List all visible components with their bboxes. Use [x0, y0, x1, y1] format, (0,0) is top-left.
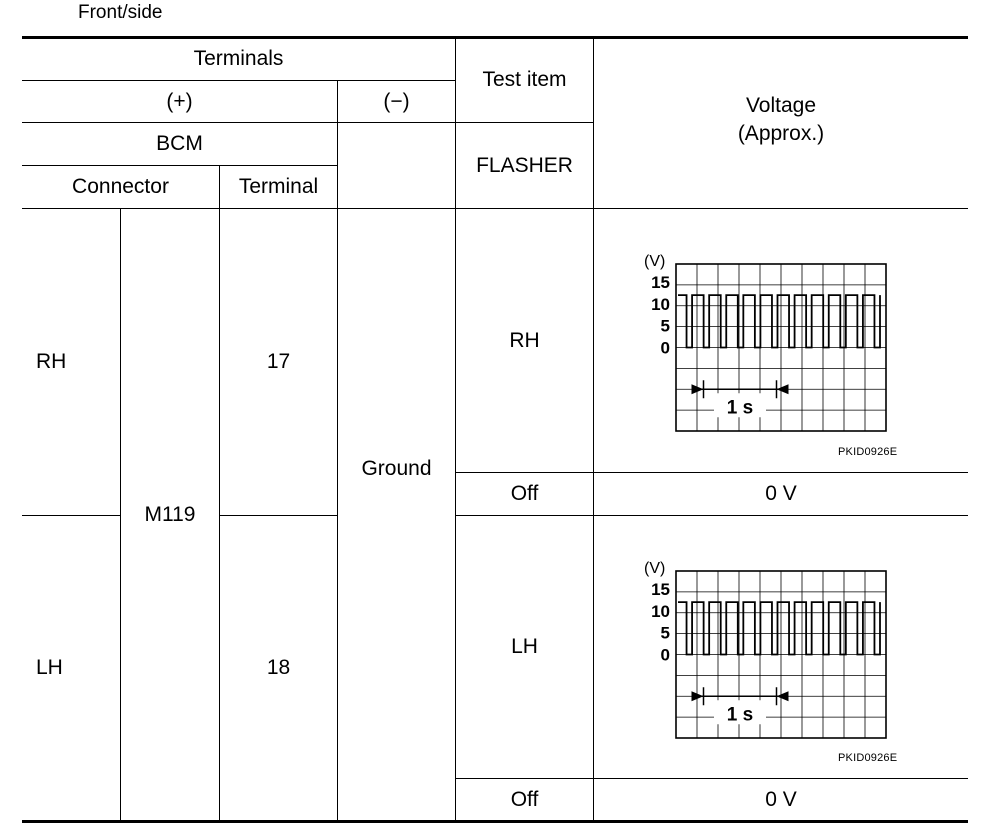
row-rh-side: RH [36, 350, 67, 373]
time-marker-arrow [691, 384, 704, 395]
header-plus: (+) [166, 89, 193, 113]
rule-under-terminals [22, 80, 455, 81]
rh-figure-id: PKID0926E [838, 446, 898, 458]
header-bcm: BCM [156, 132, 203, 155]
header-terminal: Terminal [238, 175, 319, 198]
row-lh-terminal: 18 [266, 656, 291, 679]
col-rule-voltage [593, 36, 594, 821]
lh-figure-id: PKID0926E [838, 752, 898, 764]
rule-rh-lh-test [455, 515, 968, 516]
y-tick-label: 15 [651, 580, 670, 599]
y-tick-label: 10 [651, 602, 670, 621]
row-rh-test-on: RH [509, 328, 540, 352]
time-label: 1 s [727, 704, 753, 725]
rule-rh-lh-terminal [219, 515, 337, 516]
y-tick-label: 5 [661, 624, 670, 643]
table-caption: Front/side [78, 2, 163, 23]
rule-under-bcm [22, 165, 337, 166]
header-test-item: Test item [482, 68, 567, 91]
time-label-bg [714, 700, 766, 725]
unit-label: (V) [644, 253, 665, 270]
y-tick-label: 10 [651, 295, 670, 314]
time-marker-arrow [776, 384, 789, 395]
time-label: 1 s [727, 397, 753, 418]
row-lh-side: LH [36, 656, 63, 679]
row-lh-test-on: LH [511, 635, 538, 658]
y-tick-label: 15 [651, 273, 670, 292]
header-connector: Connector [72, 175, 169, 198]
rule-under-plus-minus [22, 122, 593, 123]
lh-flasher-waveform: (V) 15 10 5 0 1 s [644, 560, 887, 739]
square-wave [678, 601, 881, 656]
ground-value: Ground [361, 457, 432, 480]
row-lh-off-voltage: 0 V [765, 787, 797, 811]
rule-under-header [22, 208, 968, 209]
row-rh-off-voltage: 0 V [765, 482, 797, 505]
rule-lh-off [455, 778, 968, 779]
time-label-bg [714, 393, 766, 418]
header-minus: (−) [383, 89, 410, 113]
rule-rh-off [455, 472, 968, 473]
y-tick-label: 0 [661, 339, 670, 358]
square-wave [678, 294, 881, 349]
y-tick-label: 0 [661, 646, 670, 665]
y-tick-label: 5 [661, 317, 670, 336]
col-rule-connector [120, 208, 121, 821]
rh-flasher-waveform: (V) 15 10 5 0 1 s [644, 253, 887, 432]
header-terminals: Terminals [193, 47, 284, 70]
rule-rh-lh [22, 515, 120, 516]
time-marker-arrow [776, 691, 789, 702]
row-rh-terminal: 17 [266, 350, 291, 373]
row-lh-test-off: Off [510, 787, 539, 811]
col-rule-test [455, 36, 456, 821]
col-rule-minus [337, 80, 338, 821]
table-bottom-border [22, 820, 968, 823]
header-voltage: Voltage (Approx.) [737, 94, 825, 145]
connector-value: M119 [144, 502, 196, 526]
header-flasher: FLASHER [476, 153, 573, 177]
row-rh-test-off: Off [510, 482, 539, 505]
table-top-border [22, 36, 968, 39]
time-marker-arrow [691, 691, 704, 702]
col-rule-terminal [219, 165, 220, 821]
unit-label: (V) [644, 560, 665, 577]
